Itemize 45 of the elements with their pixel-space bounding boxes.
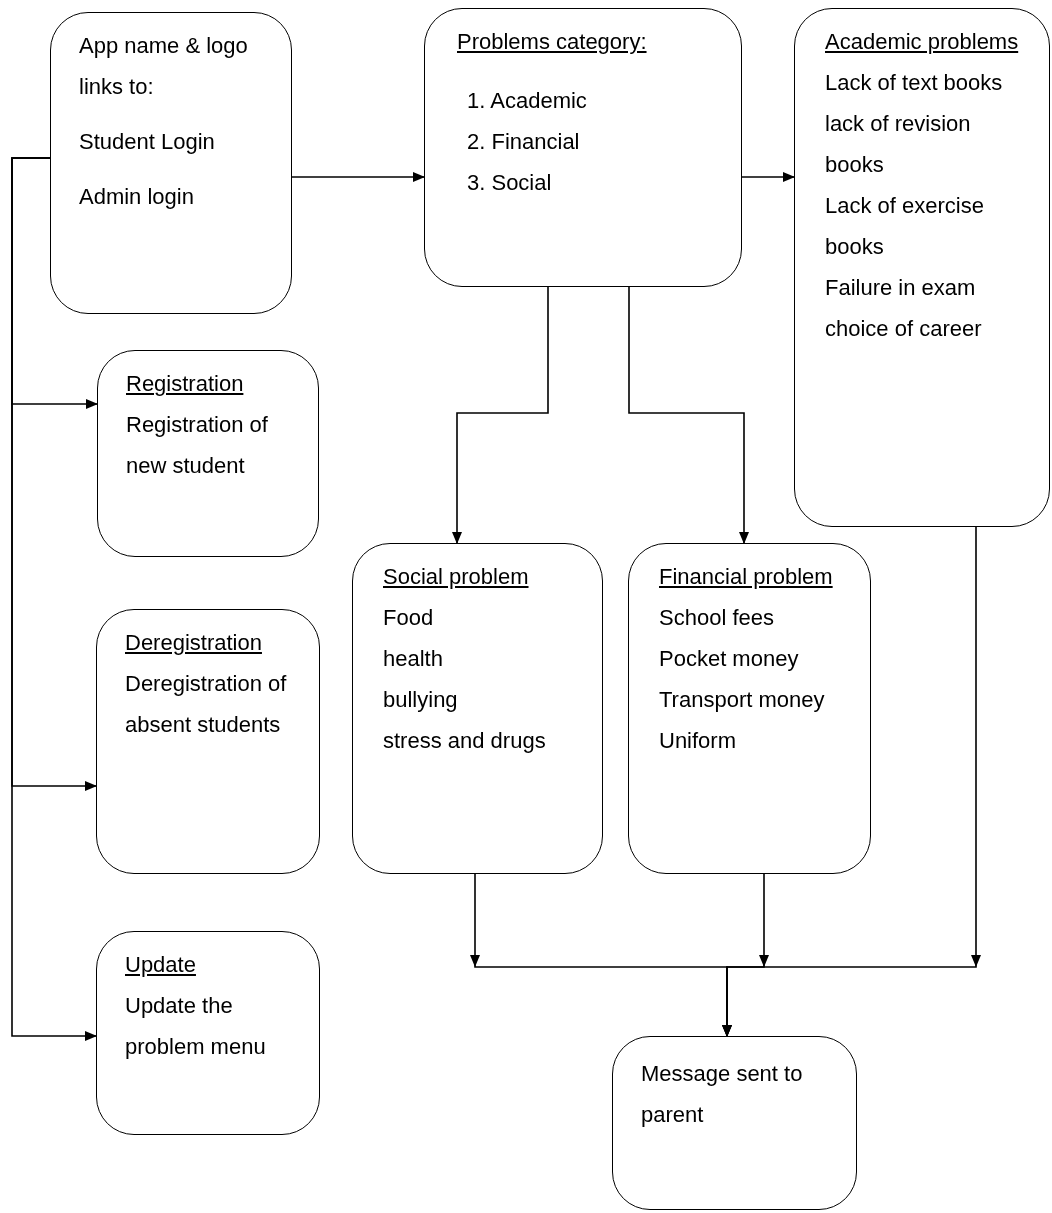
arrow	[628, 286, 749, 544]
process-box	[612, 1036, 857, 1210]
box-text: Food	[383, 604, 435, 632]
process-box	[96, 609, 320, 874]
box-heading: Financial problem	[659, 563, 834, 591]
box-text: Pocket money	[659, 645, 800, 673]
process-box	[628, 543, 871, 874]
process-box	[352, 543, 603, 874]
arrow	[291, 172, 425, 182]
box-heading: Message sent to parent	[641, 1060, 804, 1129]
box-heading: Update	[125, 951, 197, 979]
box-text: stress and drugs	[383, 727, 547, 755]
box-text: bullying	[383, 686, 459, 714]
process-box	[794, 8, 1050, 527]
box-text: lack of revision books	[825, 110, 972, 179]
box-text: health	[383, 645, 444, 673]
box-heading: Social problem	[383, 563, 530, 591]
box-text: Uniform	[659, 727, 737, 755]
box-text: School fees	[659, 604, 775, 632]
arrow	[11, 157, 97, 1041]
process-box	[50, 12, 292, 314]
process-box	[424, 8, 742, 287]
arrow	[452, 286, 549, 544]
box-text: Failure in exam	[825, 274, 977, 302]
box-text: Registration of new student	[126, 411, 269, 480]
box-text: 2. Financial	[466, 128, 581, 156]
box-heading: Registration	[126, 370, 245, 398]
box-text: Deregistration of absent students	[125, 670, 288, 739]
arrow	[741, 172, 795, 182]
box-text: 1. Academic	[466, 87, 588, 115]
box-text: Lack of text books	[825, 69, 1004, 97]
box-text: Lack of exercise books	[825, 192, 985, 261]
process-box	[96, 931, 320, 1135]
box-heading: Deregistration	[125, 629, 263, 657]
process-box	[97, 350, 319, 557]
box-text: 3. Social	[466, 169, 553, 197]
box-heading: App name & logo links to:	[79, 32, 249, 101]
box-text: Student Login	[79, 128, 216, 156]
box-heading: Problems category:	[457, 28, 648, 56]
box-text: Admin login	[79, 183, 195, 211]
arrow	[722, 526, 981, 1037]
box-text: Transport money	[659, 686, 826, 714]
box-text: Update the problem menu	[125, 992, 267, 1061]
box-heading: Academic problems	[825, 28, 1020, 56]
box-text: choice of career	[825, 315, 983, 343]
